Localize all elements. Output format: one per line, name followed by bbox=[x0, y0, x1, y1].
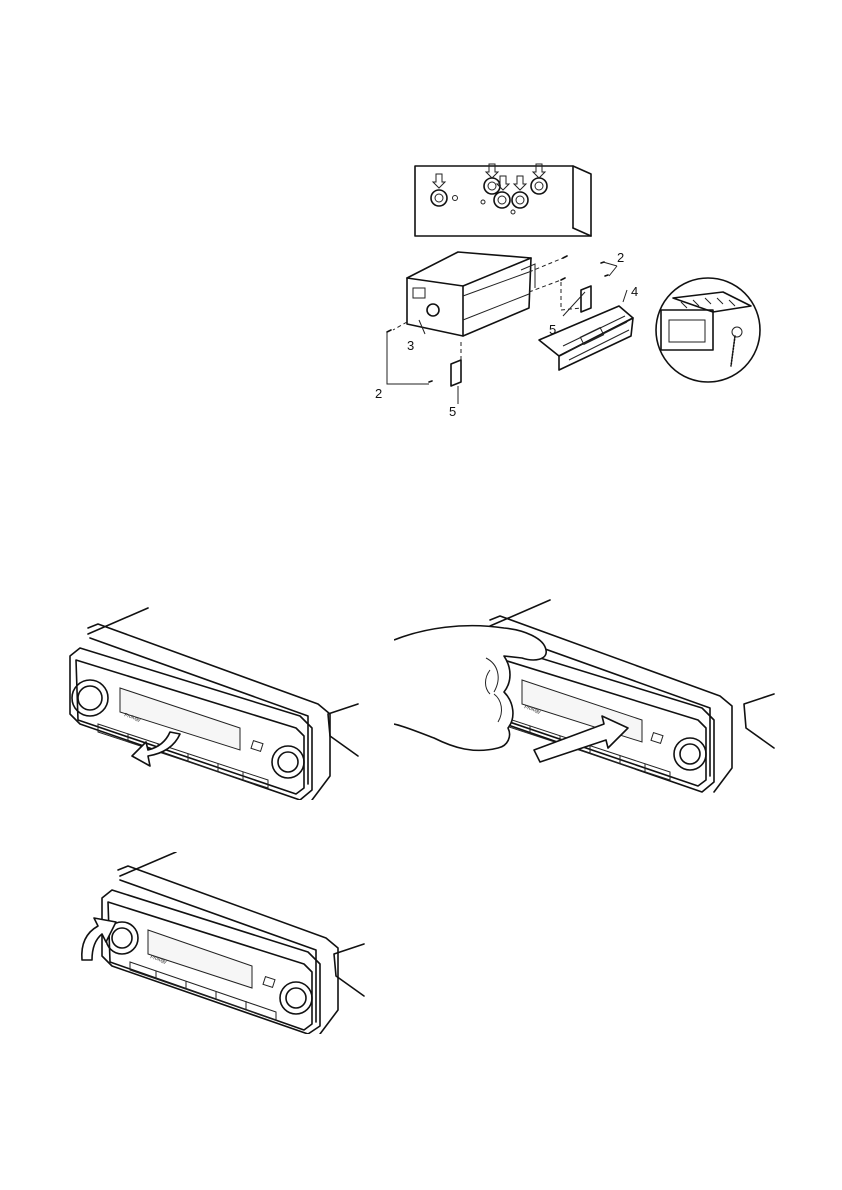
callout-2-top: 2 bbox=[617, 250, 624, 265]
figure-remove-panel: Prology bbox=[394, 598, 778, 796]
callout-5-bottom: 5 bbox=[449, 404, 456, 418]
callout-3: 3 bbox=[407, 338, 414, 353]
detail-magnifier bbox=[656, 278, 760, 382]
callout-4: 4 bbox=[631, 284, 638, 299]
bracket-right bbox=[581, 286, 591, 312]
chassis bbox=[407, 252, 535, 336]
figure-attach-panel: Prology bbox=[76, 852, 366, 1034]
callout-2-bottom: 2 bbox=[375, 386, 382, 401]
figure-open-panel: Prology bbox=[68, 604, 362, 800]
down-arrow-icon bbox=[433, 164, 545, 190]
installation-diagram: 2 2 3 4 5 5 bbox=[363, 160, 775, 418]
mounting-sleeve bbox=[539, 306, 633, 370]
bracket-bottom bbox=[451, 360, 461, 386]
callout-5-right: 5 bbox=[549, 322, 556, 337]
installation-diagram-svg: 2 2 3 4 5 5 bbox=[363, 160, 775, 418]
curved-arrow-up-icon bbox=[82, 918, 116, 960]
